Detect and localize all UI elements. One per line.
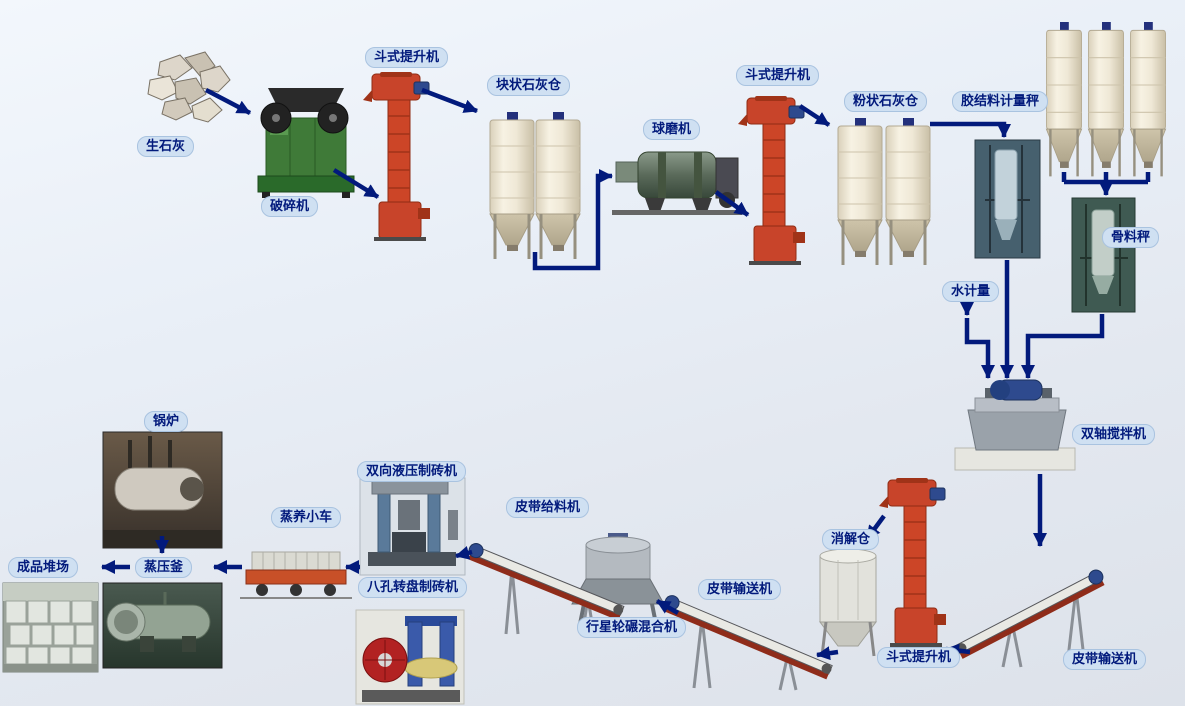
arrow-quicklime-to-crusher [204,88,252,115]
arrow-powder-silo-to-binder-scale [930,121,1011,138]
label-hydraulic-brick-machine: 双向液压制砖机 [357,461,467,482]
label-powder-lime-silo: 粉状石灰仓 [844,91,928,112]
quicklime-rocks-image [147,51,231,123]
block-lime-silos-image [488,110,582,261]
arrow-crusher-to-elevator1 [332,168,380,199]
rotary-brick-machine-image [355,609,465,705]
arrow-block-silo-to-ball-mill [532,169,613,271]
label-digestion-silo: 消解仓 [822,529,880,550]
bucket-elevator-3-image [878,477,947,648]
label-belt-conveyor-right: 皮带输送机 [1063,649,1147,670]
label-aggregate-scale: 骨料秤 [1102,227,1160,248]
storage-silos-image [1044,20,1168,178]
arrow-ball-mill-to-elevator2 [714,190,750,217]
label-bucket-elevator-2: 斗式提升机 [736,65,820,86]
arrow-digestion-silo-to-conveyor-mid [816,646,839,661]
label-bucket-elevator-1: 斗式提升机 [365,47,449,68]
label-ball-mill: 球磨机 [643,119,701,140]
label-water-meter: 水计量 [942,281,1000,302]
label-crusher: 破碎机 [261,196,319,217]
steam-curing-cart-image [240,551,352,599]
boiler-image [102,431,223,549]
product-yard-image [2,582,99,673]
label-rotary-brick-machine: 八孔转盘制砖机 [358,577,468,598]
jaw-crusher-image [257,88,355,198]
label-belt-feeder: 皮带给料机 [506,497,590,518]
hydraulic-brick-machine-image [359,477,466,576]
arrow-water-to-mixer [964,318,995,379]
label-planetary-mixer: 行星轮碾混合机 [577,617,687,638]
belt-conveyor-mid-image [663,595,833,691]
autoclave-image [102,582,223,669]
bucket-elevator-1-image [362,71,431,242]
label-bucket-elevator-3: 斗式提升机 [877,647,961,668]
binder-scale-image [974,139,1041,259]
arrow-elevator1-to-block-silo [421,87,478,114]
arrow-conveyor-mid-to-planetary-mixer [655,599,680,615]
label-autoclave: 蒸压釜 [135,557,193,578]
arrow-feeder-to-brick-machines [455,546,473,560]
belt-feeder-image [467,543,625,637]
label-boiler: 锅炉 [144,411,189,432]
label-block-lime-silo: 块状石灰仓 [487,75,571,96]
label-binder-scale: 胶结料计量秤 [952,91,1049,112]
digestion-silo-image [819,546,877,657]
arrow-aggregate-scale-to-mixer [1021,314,1105,379]
bucket-elevator-2-image [737,95,806,266]
label-twin-shaft-mixer: 双轴搅拌机 [1072,424,1156,445]
label-quicklime: 生石灰 [137,136,195,157]
planetary-mixer-image [571,533,665,626]
ball-mill-image [612,151,742,215]
line-storage-silo-collector [1061,172,1151,185]
label-product-yard: 成品堆场 [8,557,79,578]
twin-shaft-mixer-image [954,379,1076,471]
label-belt-conveyor-mid: 皮带输送机 [698,579,782,600]
powder-lime-silos-image [836,116,932,267]
arrow-elevator2-to-powder-silo [798,104,831,127]
aggregate-scale-image [1071,197,1136,313]
label-steam-curing-cart: 蒸养小车 [271,507,342,528]
